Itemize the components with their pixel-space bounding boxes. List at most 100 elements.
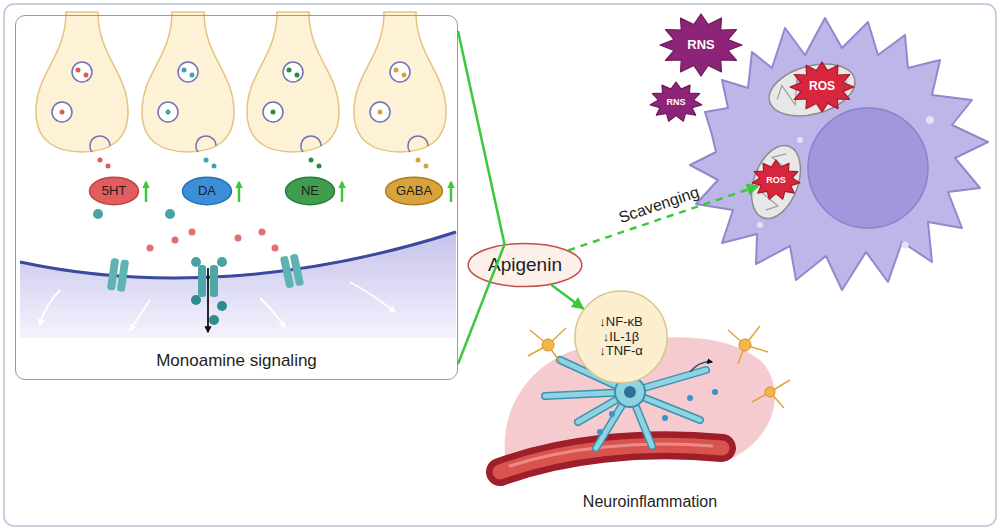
node-text: ROS	[809, 80, 835, 94]
teal-molecule	[165, 209, 175, 219]
receptor-channel	[107, 258, 129, 292]
presynaptic-terminal	[354, 12, 446, 152]
signal-arrow	[260, 298, 285, 328]
released-dot	[98, 158, 103, 163]
transmitter-oval: DA	[182, 177, 232, 205]
cell-nucleus	[808, 108, 928, 228]
receptor-channel	[280, 253, 304, 288]
text-group: 5HT	[102, 184, 127, 199]
red-molecule	[259, 229, 266, 236]
node-text: Monoamine signaling	[16, 351, 457, 371]
vacuole	[797, 137, 803, 143]
vacuole	[757, 222, 763, 228]
transmitter-oval: GABA	[385, 177, 443, 205]
transmitter-dot	[76, 68, 81, 73]
presynaptic-terminal	[36, 12, 128, 152]
text-group: RNS	[666, 97, 685, 107]
node-text: ↓TNF-α	[599, 344, 643, 359]
neuron-dendrites	[752, 380, 790, 408]
neuron-dendrites	[728, 326, 768, 364]
transmitter-oval-shape	[286, 177, 335, 204]
node-text: NE	[301, 184, 319, 199]
cytokine-circle-shape	[575, 291, 667, 383]
astrocyte-fill	[545, 342, 706, 448]
text-group: ROS	[766, 175, 786, 185]
ros-burst-shape	[790, 62, 854, 112]
migration-arrow	[690, 362, 712, 372]
node-text: 5HT	[102, 184, 127, 199]
node-text: RNS	[687, 38, 714, 53]
teal-molecule	[217, 301, 227, 311]
ros-burst: ROS	[790, 62, 854, 112]
text-group: GABA	[396, 184, 432, 199]
rns-burst: RNS	[660, 14, 742, 76]
teal-molecule	[93, 209, 103, 219]
inhibition-arrow	[551, 285, 583, 309]
transmitter-dot	[287, 68, 292, 73]
signal-arrow	[40, 290, 60, 325]
astrocyte-outline	[545, 342, 706, 448]
cytokine-circle: ↓NF-κB↓IL-1β↓TNF-α	[574, 290, 668, 384]
node-text: ROS	[766, 175, 786, 185]
released-dot	[204, 158, 209, 163]
transmitter-oval: 5HT	[89, 177, 139, 205]
channel-subunit	[210, 265, 218, 297]
neuron-soma	[739, 339, 751, 351]
connector-group	[458, 31, 758, 364]
mitochondrion-outer	[742, 139, 809, 225]
cytokine-dot	[662, 415, 668, 421]
membrane-line	[20, 232, 456, 278]
released-dot	[416, 158, 421, 163]
figure-frame	[4, 4, 996, 526]
teal-molecule	[217, 257, 227, 267]
presynaptic-terminals	[36, 12, 446, 152]
postsynaptic-cell	[20, 232, 456, 338]
signal-arrow	[350, 282, 395, 312]
channel-subunit	[107, 258, 119, 291]
increase-arrow	[450, 182, 453, 202]
red-molecule	[189, 229, 196, 236]
signal-arrow	[130, 300, 150, 330]
vessel-highlight	[510, 444, 712, 466]
transmitter-dot	[295, 73, 300, 78]
rns-burst-shape	[650, 82, 701, 121]
vacuole	[926, 116, 934, 124]
transmitter-dot	[60, 110, 65, 115]
vacuole	[902, 242, 909, 249]
mitochondrion-outer	[763, 55, 860, 124]
teal-molecule	[209, 315, 219, 325]
text-group: RNS	[687, 38, 714, 53]
presynaptic-terminal	[247, 12, 339, 152]
neuron-dendrites	[528, 328, 566, 362]
postsynaptic-membrane	[20, 232, 456, 338]
red-molecule	[235, 235, 242, 242]
released-dot	[317, 164, 322, 169]
scene-caption: Neuroinflammation	[535, 493, 765, 511]
node-text: RNS	[666, 97, 685, 107]
cytokine-dot	[687, 395, 693, 401]
rns-burst-shape	[660, 14, 742, 76]
vesicle-contents	[60, 68, 429, 169]
node-text: DA	[198, 184, 216, 199]
released-dot	[212, 164, 217, 169]
zoom-lines	[458, 31, 505, 364]
text-group: Apigenin	[488, 254, 562, 276]
cytokine-dot	[597, 429, 603, 435]
channel-subunit	[198, 265, 206, 297]
mitochondrion	[742, 139, 809, 225]
neuron-soma	[765, 387, 775, 397]
transmitter-dot	[402, 73, 407, 78]
node-text: GABA	[396, 184, 432, 199]
node-text: ↓NF-κB	[599, 315, 643, 330]
increase-arrow	[238, 182, 241, 202]
node-text: Apigenin	[488, 254, 562, 276]
released-dot	[424, 164, 429, 169]
cytokine-dot	[712, 389, 718, 395]
channel-subunit	[290, 253, 304, 286]
transmitter-dot	[394, 68, 399, 73]
transmitter-oval-shape	[90, 177, 139, 204]
increase-arrow	[145, 182, 148, 202]
transmitter-dot	[190, 73, 195, 78]
node-text: ↓IL-1β	[599, 330, 643, 345]
